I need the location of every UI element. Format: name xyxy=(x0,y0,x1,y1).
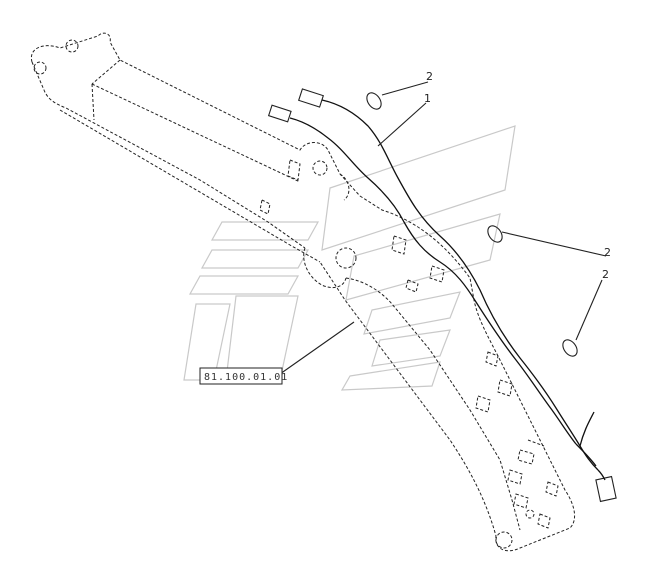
o-ring-lower xyxy=(562,339,578,357)
reference-box: 81.100.01.01 xyxy=(199,367,288,385)
reference-label: 81.100.01.01 xyxy=(204,372,288,383)
o-rings xyxy=(366,92,578,357)
boom-arm xyxy=(30,32,576,552)
callout-label-1: 2 xyxy=(426,70,433,83)
callout-label-4: 2 xyxy=(602,268,609,281)
watermark-logo xyxy=(183,125,516,391)
callout-leaders xyxy=(279,81,607,375)
connector-lower xyxy=(595,475,617,503)
o-ring-middle xyxy=(487,225,503,243)
o-ring-top xyxy=(366,92,382,110)
callout-label-3: 2 xyxy=(604,246,611,259)
connector-upper-right xyxy=(297,88,325,108)
connector-upper-left xyxy=(267,104,292,123)
callout-label-2: 1 xyxy=(424,92,431,105)
